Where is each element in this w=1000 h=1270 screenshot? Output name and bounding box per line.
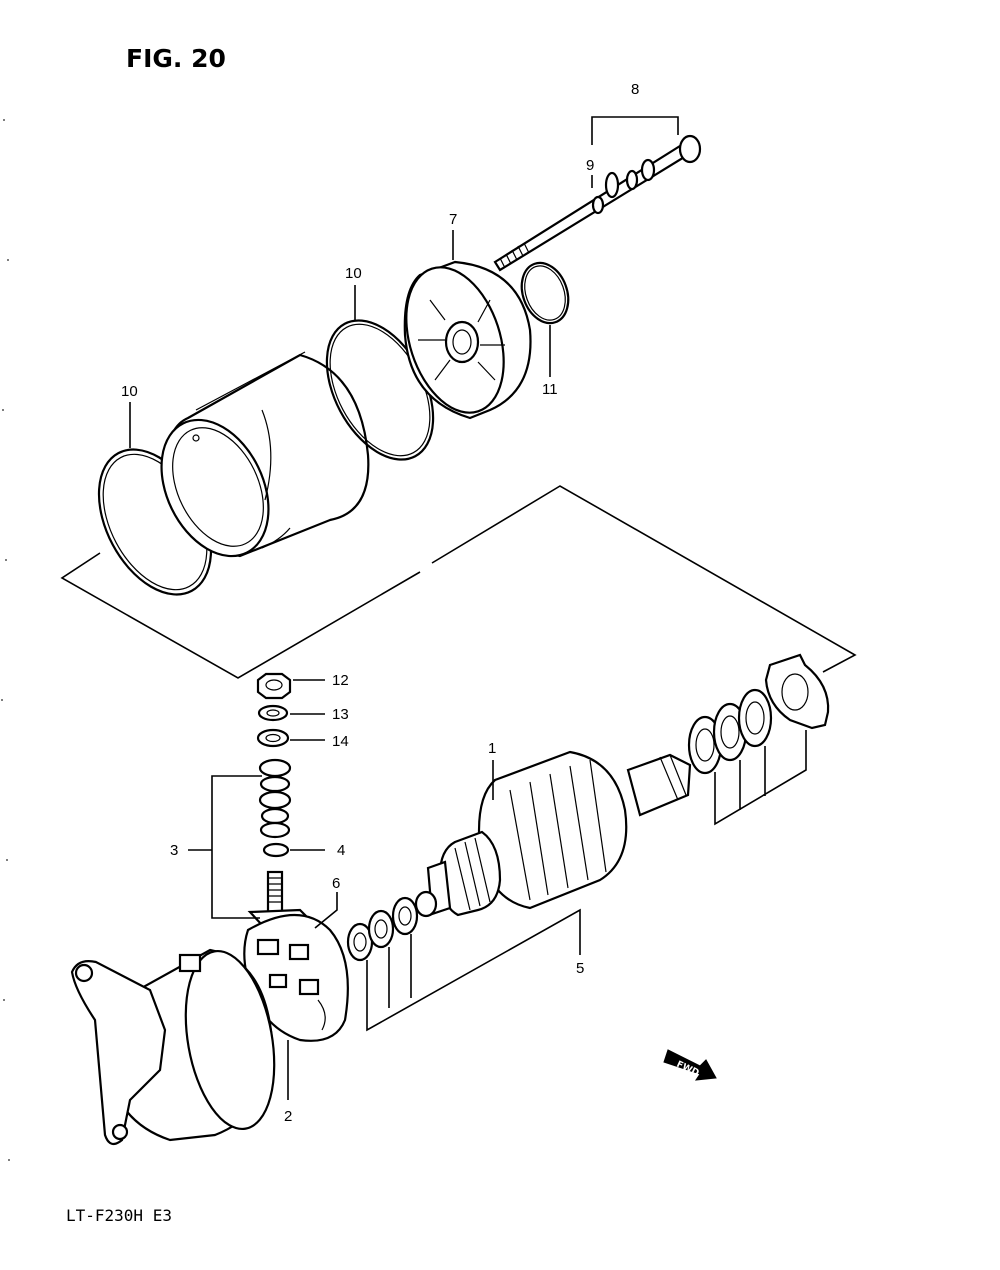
figure-title: FIG. 20 [126, 44, 226, 73]
shim-5b [367, 909, 395, 949]
motor-yoke-housing [160, 351, 370, 558]
callout-7: 7 [449, 211, 457, 228]
callout-10-upper: 10 [345, 265, 362, 282]
terminal-nut-12 [256, 672, 292, 700]
model-code: LT-F230H E3 [66, 1206, 172, 1225]
callout-13: 13 [332, 706, 349, 723]
callout-5: 5 [576, 960, 584, 977]
leader-5 [366, 730, 807, 1032]
forward-arrow-icon: FWD [663, 1049, 717, 1081]
callout-3: 3 [170, 842, 178, 859]
shim-5c [391, 896, 419, 936]
o-ring-4 [262, 842, 290, 858]
scan-edge-noise [1, 119, 10, 1161]
leader-3 [188, 775, 262, 919]
callout-4: 4 [337, 842, 345, 859]
end-housing-2 [70, 948, 276, 1146]
callout-2: 2 [284, 1108, 292, 1125]
shim-5f [737, 688, 773, 748]
upper-group-outline [60, 485, 857, 679]
end-cover-7 [403, 260, 532, 420]
callout-6: 6 [332, 875, 340, 892]
callout-8: 8 [631, 81, 639, 98]
callout-1: 1 [488, 740, 496, 757]
leader-8 [591, 116, 679, 145]
leader-6 [314, 892, 338, 929]
callout-14: 14 [332, 733, 349, 750]
callout-9: 9 [586, 157, 594, 174]
lock-plate [764, 653, 830, 730]
callout-10-lower: 10 [121, 383, 138, 400]
armature-1 [414, 750, 692, 918]
washer-13 [257, 704, 289, 722]
washer-14 [256, 728, 290, 748]
callout-11: 11 [542, 381, 558, 398]
terminal-set-3 [258, 758, 292, 839]
o-ring-11 [520, 261, 570, 325]
washer-9 [604, 171, 620, 199]
callout-12: 12 [332, 672, 349, 689]
